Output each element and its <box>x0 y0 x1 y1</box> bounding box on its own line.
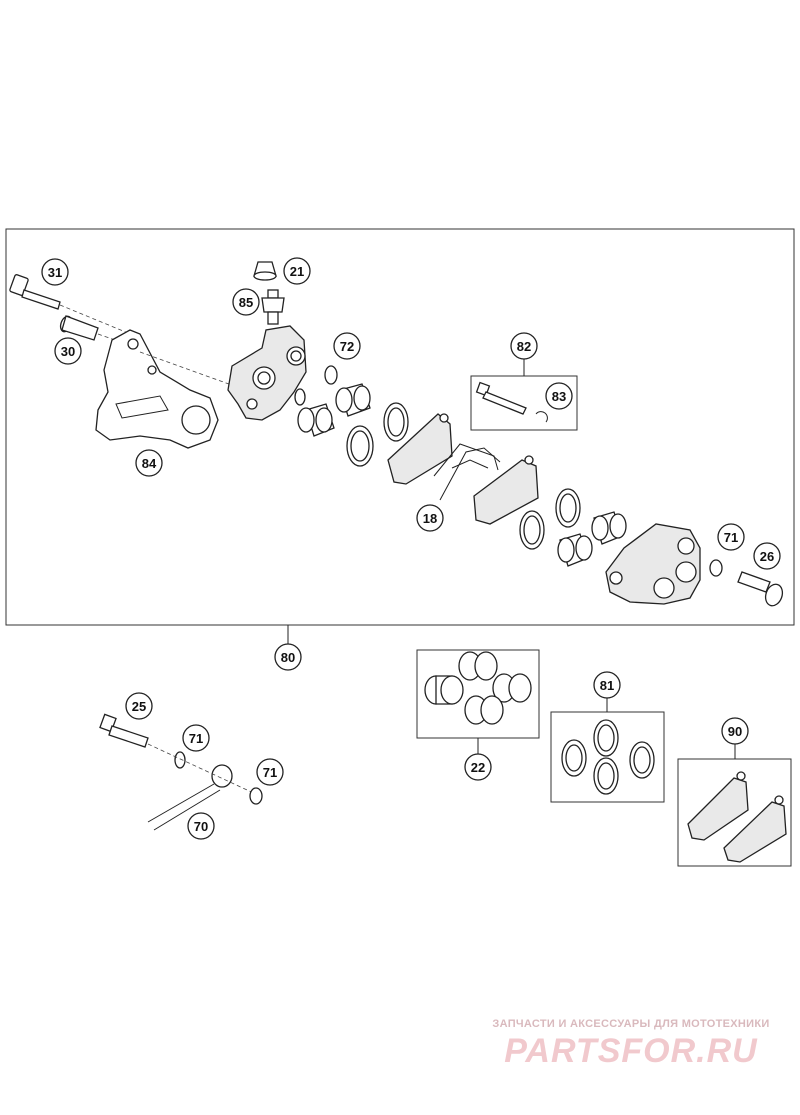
pad-pin-82 <box>475 381 527 415</box>
assembly-frame <box>5 228 795 626</box>
seals-left <box>346 402 409 467</box>
callout-85: 85 <box>232 288 260 316</box>
callout-71-b: 71 <box>182 724 210 752</box>
callout-18-label: 18 <box>423 511 437 526</box>
callout-71-c-label: 71 <box>263 765 277 780</box>
watermark-logo: PARTSFOR.RU <box>504 1032 758 1070</box>
clip-83 <box>535 411 548 423</box>
callout-72-label: 72 <box>340 339 354 354</box>
callout-26: 26 <box>753 542 781 570</box>
bleeder-screw-85 <box>261 289 285 325</box>
callout-82: 82 <box>510 332 538 360</box>
caliper-housing-left <box>227 325 307 421</box>
pad-spring-18 <box>433 443 501 501</box>
caliper-housing-right <box>605 523 701 605</box>
callout-81-label: 81 <box>600 678 614 693</box>
callout-83-label: 83 <box>552 389 566 404</box>
callout-22-label: 22 <box>471 760 485 775</box>
callout-90: 90 <box>721 717 749 745</box>
piston-kit-22 <box>424 651 532 725</box>
callout-30: 30 <box>54 337 82 365</box>
callout-80: 80 <box>274 643 302 671</box>
pad-set-90 <box>687 771 787 863</box>
o-ring-72 <box>294 365 338 406</box>
callout-26-label: 26 <box>760 549 774 564</box>
brake-pad-right <box>473 455 539 525</box>
callout-71-b-label: 71 <box>189 731 203 746</box>
callout-72: 72 <box>333 332 361 360</box>
bolt-31 <box>9 274 129 334</box>
callout-70: 70 <box>187 812 215 840</box>
callout-25-label: 25 <box>132 699 146 714</box>
callout-21: 21 <box>283 257 311 285</box>
callout-25: 25 <box>125 692 153 720</box>
seals-right <box>519 488 581 550</box>
caliper-bracket-84 <box>95 329 241 449</box>
pistons-right <box>557 511 627 567</box>
callout-84-label: 84 <box>142 456 157 471</box>
washer-71-a <box>174 751 186 769</box>
callout-80-label: 80 <box>281 650 295 665</box>
callout-90-label: 90 <box>728 724 742 739</box>
seal-kit-81 <box>561 719 655 795</box>
callout-70-label: 70 <box>194 819 208 834</box>
brake-pad-left <box>387 413 453 485</box>
callout-84: 84 <box>135 449 163 477</box>
brake-hose-70 <box>147 783 221 831</box>
sleeve-30 <box>59 315 136 348</box>
watermark: ЗАПЧАСТИ И АКСЕССУАРЫ ДЛЯ МОТОТЕХНИКИ PA… <box>470 1018 792 1071</box>
callout-22: 22 <box>464 753 492 781</box>
callout-31: 31 <box>41 258 69 286</box>
callout-30-label: 30 <box>61 344 75 359</box>
pistons-left <box>297 383 371 437</box>
callout-71-c: 71 <box>256 758 284 786</box>
bolt-26 <box>737 571 784 607</box>
callout-83: 83 <box>545 382 573 410</box>
callout-71-a: 71 <box>717 523 745 551</box>
callout-18: 18 <box>416 504 444 532</box>
banjo-fitting <box>147 743 261 797</box>
callout-31-label: 31 <box>48 265 62 280</box>
callout-82-label: 82 <box>517 339 531 354</box>
callout-71-a-label: 71 <box>724 530 738 545</box>
leader-lines <box>477 359 736 759</box>
banjo-bolt-25 <box>99 713 149 748</box>
watermark-caption: ЗАПЧАСТИ И АКСЕССУАРЫ ДЛЯ МОТОТЕХНИКИ <box>492 1018 770 1030</box>
callout-85-label: 85 <box>239 295 253 310</box>
callout-81: 81 <box>593 671 621 699</box>
o-ring-71-assembly <box>709 559 723 577</box>
washer-71-b <box>249 787 263 805</box>
bleeder-cap-21 <box>253 261 277 281</box>
callout-21-label: 21 <box>290 264 304 279</box>
